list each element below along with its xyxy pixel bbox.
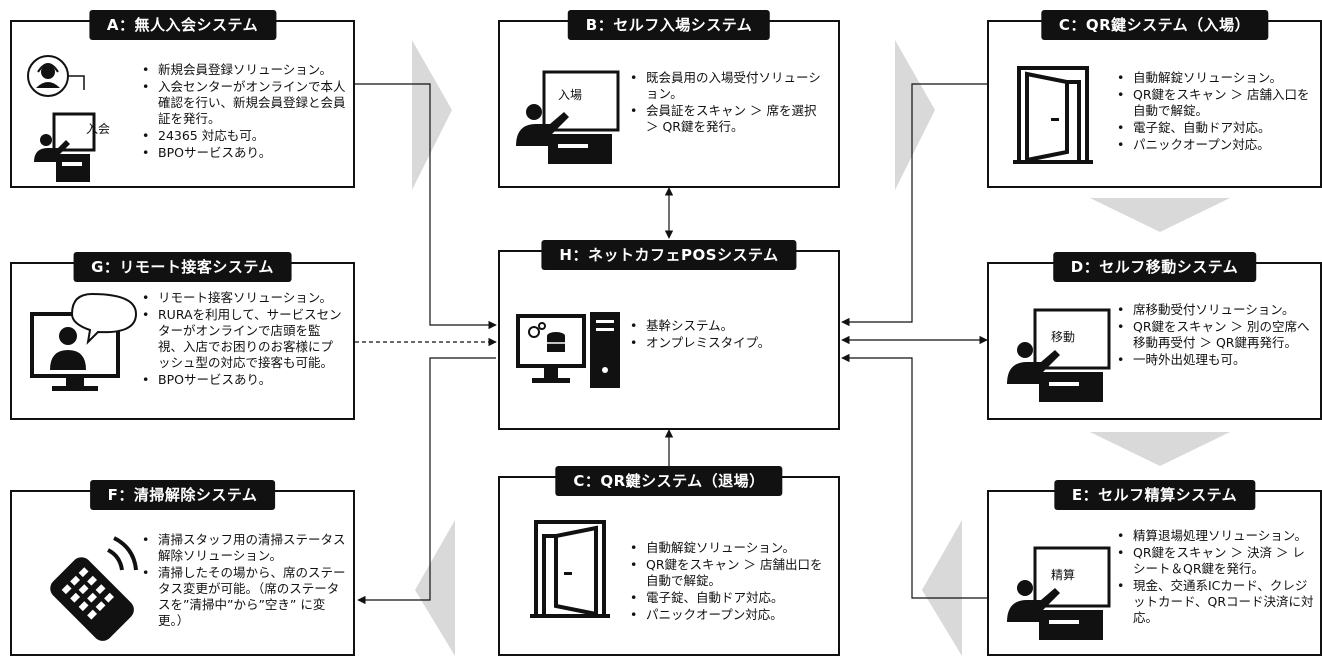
box-g-title: G：リモート接客システム (73, 252, 292, 282)
list-item: オンプレミスタイプ。 (630, 335, 830, 351)
box-a-icon-label: 入会 (86, 122, 111, 136)
box-h-bullets: 基幹システム。 オンプレミスタイプ。 (630, 318, 830, 352)
flow-chevron-2 (895, 40, 935, 190)
box-c-qr-key-entry: C：QR鍵システム（入場） 自動解錠ソリューション。 QR鍵をスキャン ＞ 店舗… (987, 10, 1322, 188)
list-item: QR鍵をスキャン ＞ 決済 ＞ レシート＆QR鍵を発行。 (1117, 545, 1317, 577)
move-terminal-icon (1007, 308, 1111, 402)
flow-chevron-6 (415, 520, 455, 656)
box-h-title: H：ネットカフェPOSシステム (541, 240, 797, 270)
list-item: 席移動受付ソリューション。 (1117, 302, 1317, 318)
list-item: パニックオープン対応。 (630, 607, 830, 623)
box-a-bullets: 新規会員登録ソリューション。 入会センターがオンラインで本人確認を行い、新規会員… (142, 62, 347, 162)
flow-chevron-3 (1090, 198, 1230, 232)
box-c-in-title: C：QR鍵システム（入場） (1040, 10, 1269, 40)
connector-e-h (841, 353, 987, 599)
box-b-icon-label: 入場 (558, 88, 583, 102)
list-item: 清掃したその場から、席のステータス変更が可能。（席のステータスを”清掃中”から”… (142, 565, 347, 629)
list-item: 現金、交通系ICカード、クレジットカード、QRコード決済に対応。 (1117, 578, 1317, 626)
box-d-bullets: 席移動受付ソリューション。 QR鍵をスキャン ＞ 別の空席へ移動再受付 ＞ QR… (1117, 302, 1317, 369)
box-f-title: F：清掃解除システム (89, 480, 276, 510)
list-item: BPOサービスあり。 (142, 145, 347, 161)
box-e-title: E：セルフ精算システム (1053, 480, 1256, 510)
box-d-icon-label: 移動 (1051, 330, 1076, 344)
list-item: RURAを利用して、サービスセンターがオンラインで店頭を監視、入店でお困りのお客… (142, 307, 342, 371)
list-item: QR鍵をスキャン ＞ 店舗入口を自動で解錠。 (1117, 87, 1317, 119)
list-item: 基幹システム。 (630, 318, 830, 334)
remote-monitor-icon (30, 292, 138, 391)
list-item: QR鍵をスキャン ＞ 別の空席へ移動再受付 ＞ QR鍵再発行。 (1117, 319, 1317, 351)
box-a-unmanned-membership: A：無人入会システム 入会 新規会員登録ソリューション。 入会センターがオンライ… (10, 10, 355, 188)
box-h-pos-system: H：ネットカフェPOSシステム 基幹システム。 オンプレミスタイプ。 (498, 240, 840, 430)
operator-headset-icon (27, 55, 96, 182)
box-c-in-bullets: 自動解錠ソリューション。 QR鍵をスキャン ＞ 店舗入口を自動で解錠。 電子錠、… (1117, 70, 1317, 154)
checkout-terminal-icon (1007, 546, 1111, 640)
connector-a-h (355, 83, 497, 330)
list-item: 会員証をスキャン ＞ 席を選択 ＞ QR鍵を発行。 (630, 103, 830, 135)
list-item: 既会員用の入場受付ソリューション。 (630, 70, 830, 102)
flow-chevron-5 (922, 520, 962, 656)
list-item: 電子錠、自動ドア対応。 (630, 590, 830, 606)
remote-control-icon (50, 536, 138, 641)
list-item: QR鍵をスキャン ＞ 店舗出口を自動で解錠。 (630, 557, 830, 589)
box-b-bullets: 既会員用の入場受付ソリューション。 会員証をスキャン ＞ 席を選択 ＞ QR鍵を… (630, 70, 830, 136)
box-b-self-entry: B：セルフ入場システム 入場 既会員用の入場受付ソリューション。 会員証をスキャ… (498, 10, 840, 188)
list-item: 入会センターがオンラインで本人確認を行い、新規会員登録と会員証を発行。 (142, 79, 347, 127)
box-g-bullets: リモート接客ソリューション。 RURAを利用して、サービスセンターがオンラインで… (142, 290, 342, 389)
door-icon (1013, 66, 1093, 164)
box-e-bullets: 精算退場処理ソリューション。 QR鍵をスキャン ＞ 決済 ＞ レシート＆QR鍵を… (1117, 528, 1317, 627)
box-f-cleaning-release: F：清掃解除システム 清掃スタッフ用の清掃ステータス解除ソリューション。 清掃し… (10, 480, 355, 656)
flow-chevron-1 (412, 40, 452, 190)
box-a-title: A：無人入会システム (88, 10, 277, 40)
box-g-remote-service: G：リモート接客システム リモート接客ソリューション。 RURAを利用して、サー… (10, 252, 355, 420)
box-b-title: B：セルフ入場システム (567, 10, 771, 40)
box-c-out-bullets: 自動解錠ソリューション。 QR鍵をスキャン ＞ 店舗出口を自動で解錠。 電子錠、… (630, 540, 830, 624)
reception-terminal-icon (516, 70, 620, 164)
list-item: 電子錠、自動ドア対応。 (1117, 120, 1317, 136)
flow-chevron-4 (1090, 432, 1230, 466)
list-item: 自動解錠ソリューション。 (1117, 70, 1317, 86)
list-item: BPOサービスあり。 (142, 372, 342, 388)
box-c-out-title: C：QR鍵システム（退場） (555, 466, 783, 496)
pos-computer-icon (516, 312, 620, 388)
box-d-self-move: D：セルフ移動システム 移動 席移動受付ソリューション。 QR鍵をスキャン ＞ … (987, 252, 1322, 420)
box-e-icon-label: 精算 (1051, 568, 1076, 582)
connector-cin-h (841, 83, 987, 327)
door-icon (530, 520, 610, 618)
box-d-title: D：セルフ移動システム (1052, 252, 1257, 282)
list-item: 24365 対応も可。 (142, 128, 347, 144)
list-item: 自動解錠ソリューション。 (630, 540, 830, 556)
list-item: パニックオープン対応。 (1117, 137, 1317, 153)
box-f-bullets: 清掃スタッフ用の清掃ステータス解除ソリューション。 清掃したその場から、席のステ… (142, 532, 347, 630)
connector-h-f (357, 357, 496, 605)
box-e-self-checkout: E：セルフ精算システム 精算 精算退場処理ソリューション。 QR鍵をスキャン ＞… (987, 480, 1322, 656)
list-item: 一時外出処理も可。 (1117, 352, 1317, 368)
list-item: 清掃スタッフ用の清掃ステータス解除ソリューション。 (142, 532, 347, 564)
list-item: 精算退場処理ソリューション。 (1117, 528, 1317, 544)
box-c-qr-key-exit: C：QR鍵システム（退場） 自動解錠ソリューション。 QR鍵をスキャン ＞ 店舗… (498, 466, 840, 656)
list-item: リモート接客ソリューション。 (142, 290, 342, 306)
list-item: 新規会員登録ソリューション。 (142, 62, 347, 78)
